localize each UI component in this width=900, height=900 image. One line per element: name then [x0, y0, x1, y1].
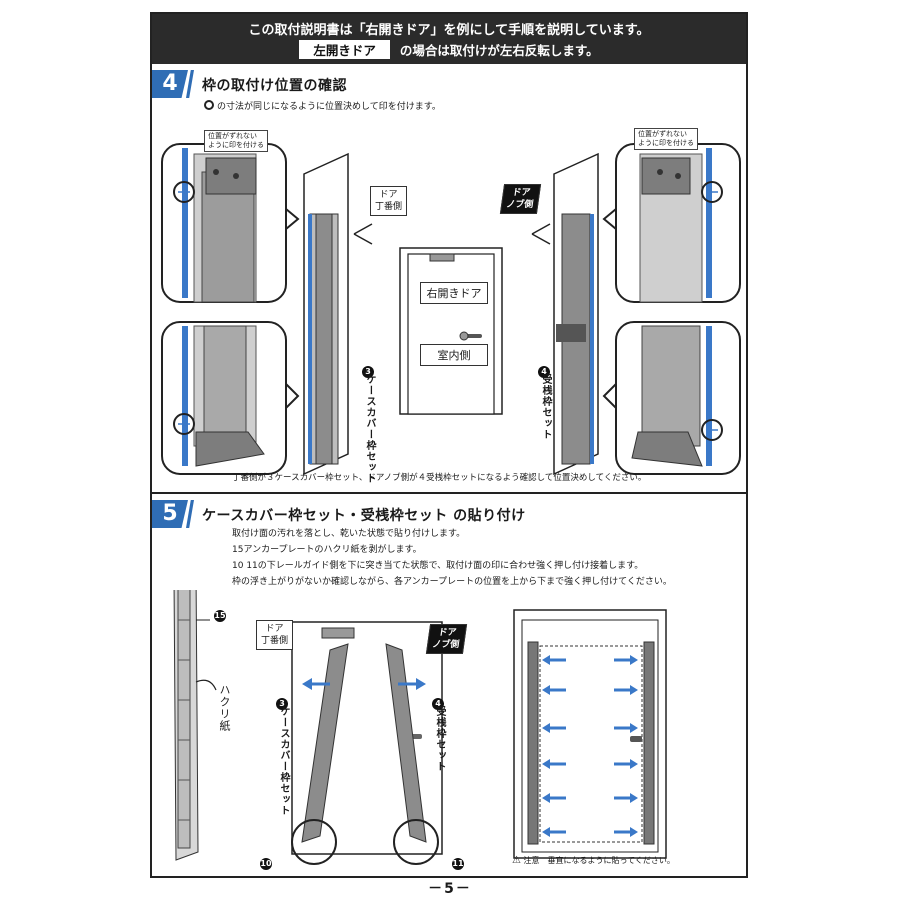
badge10: 10	[260, 858, 272, 870]
section5-title: ケースカバー枠セット・受桟枠セット の貼り付け	[202, 508, 526, 524]
banner-line1: この取付説明書は「右開きドア」を例にして手順を説明しています。	[248, 23, 650, 38]
part4-label-5: 受桟枠セット	[434, 706, 445, 772]
part3-label-5: ケースカバー枠セット	[278, 706, 289, 816]
section-divider	[152, 492, 746, 494]
part4-badge-4: 4	[538, 358, 551, 378]
part4-badge-5: 4	[432, 690, 445, 710]
section5-header: 5 ケースカバー枠セット・受桟枠セット の貼り付け	[152, 500, 746, 528]
callout-right: 位置がずれない ように印を付ける	[634, 128, 698, 150]
section4-slash	[186, 70, 194, 98]
part4-label-4: 受桟枠セット	[540, 374, 551, 440]
left-detail-bottom	[161, 321, 300, 475]
page-frame: この取付説明書は「右開きドア」を例にして手順を説明しています。 左開きドアの場合…	[150, 12, 748, 878]
section4-footer-note: 丁番側が３ケースカバー枠セット、ドアノブ側が４受桟枠セットになるよう確認して位置…	[232, 473, 647, 483]
section5-number: 5	[152, 500, 188, 528]
center-door-drawing	[291, 621, 443, 865]
receiver-frame-drawing	[531, 152, 599, 476]
peel-paper-label: ハクリ紙	[218, 684, 231, 732]
section4-illustration	[161, 143, 741, 476]
header-banner: この取付説明書は「右開きドア」を例にして手順を説明しています。 左開きドアの場合…	[152, 14, 746, 64]
section5-line3: 10 11の下レールガイド側を下に突き当てた状態で、取付け面の印に合わせ強く押し…	[232, 561, 644, 571]
circle-mark-icon	[204, 100, 214, 110]
door-label-top: 右開きドア	[420, 282, 488, 304]
section4-intro: の寸法が同じになるように位置決めして印を付けます。	[204, 100, 441, 114]
callout-left: 位置がずれない ように印を付ける	[204, 130, 268, 152]
section4-title: 枠の取付け位置の確認	[202, 78, 347, 94]
badge11: 11	[452, 858, 464, 870]
frame-peel-drawing	[173, 590, 217, 861]
section5-line2: 15アンカープレートのハクリ紙を剥がします。	[232, 545, 422, 555]
caution-text: 注意 垂直になるように貼ってください。	[523, 856, 675, 865]
banner-line2-text: の場合は取付けが左右反転します。	[399, 43, 599, 58]
part3-badge-4: 3	[362, 358, 375, 378]
right-detail-top	[602, 143, 741, 303]
badge15: 15	[214, 610, 226, 622]
left-detail-top	[161, 143, 300, 303]
badge10-wrap: 10	[260, 850, 273, 870]
label-door-hinge-5: ドア 丁番側	[256, 620, 294, 650]
door-drawing	[399, 247, 503, 415]
section5-line1: 取付け面の汚れを落とし、乾いた状態で貼り付けします。	[232, 529, 466, 539]
warning-icon: ⚠	[512, 855, 521, 866]
page-number: －5－	[428, 881, 472, 897]
label-door-knob-5: ドア ノブ側	[425, 624, 468, 654]
section4-header: 4 枠の取付け位置の確認	[152, 70, 746, 98]
banner-chip: 左開きドア	[299, 40, 390, 59]
badge11-wrap: 11	[452, 850, 465, 870]
section5-slash	[186, 500, 194, 528]
part3-badge-5: 3	[276, 690, 289, 710]
caution-note: ⚠ 注意 垂直になるように貼ってください。	[512, 854, 675, 867]
section5-line4: 枠の浮き上がりがないか確認しながら、各アンカープレートの位置を上から下まで強く押…	[232, 577, 672, 587]
section5-illustration	[173, 590, 667, 865]
banner-line2: 左開きドアの場合は取付けが左右反転します。	[152, 40, 746, 59]
label-door-knob-4: ドア ノブ側	[499, 184, 542, 214]
section4-number: 4	[152, 70, 188, 98]
part3-label-4: ケースカバー枠セット	[364, 374, 375, 484]
badge15-wrap: 15	[214, 602, 227, 622]
right-detail-bottom	[602, 321, 741, 475]
door-label-bottom: 室内側	[420, 344, 488, 366]
case-cover-frame-drawing	[303, 152, 373, 476]
installed-frames-drawing	[513, 609, 667, 859]
section4-intro-text: の寸法が同じになるように位置決めして印を付けます。	[217, 102, 441, 112]
label-door-hinge-4: ドア 丁番側	[370, 186, 408, 216]
